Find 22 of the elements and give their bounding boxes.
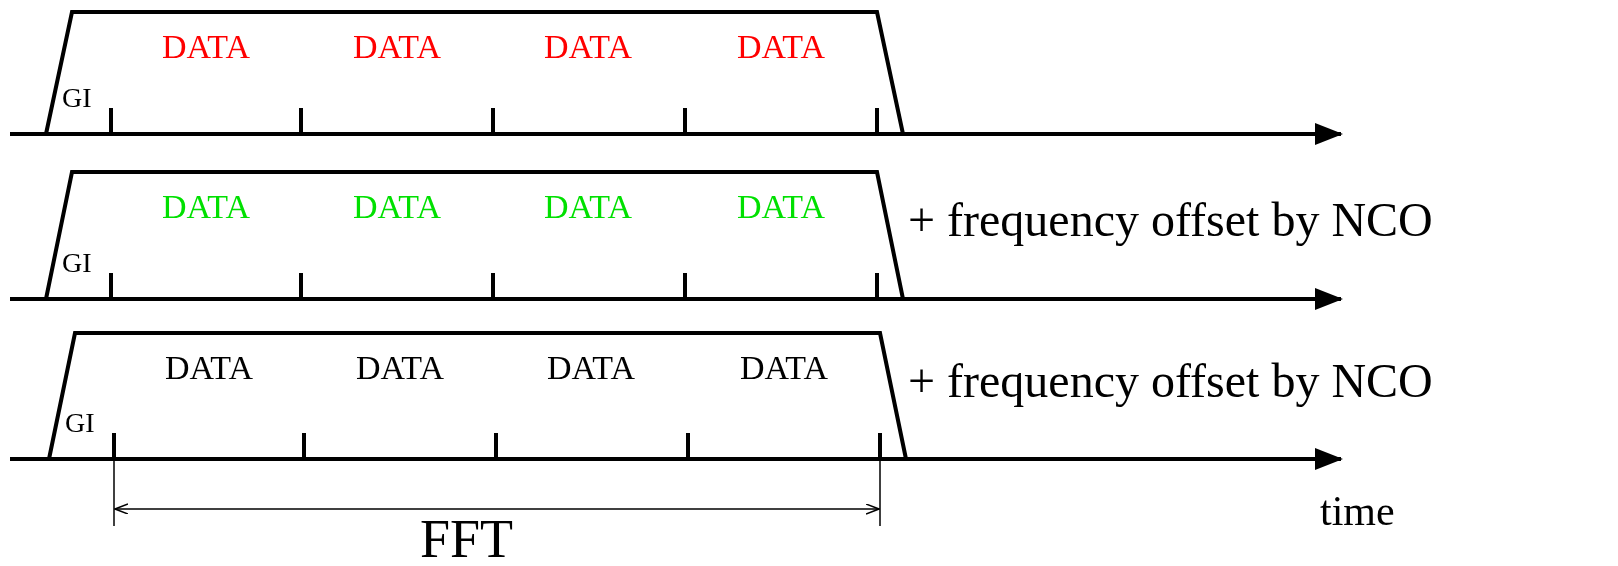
symbol-frame (46, 12, 903, 134)
data-label: DATA (353, 30, 441, 64)
guard-interval-label: GI (62, 249, 92, 277)
data-label: DATA (353, 190, 441, 224)
data-label: DATA (740, 351, 828, 385)
symbol-frame (46, 172, 903, 299)
data-label: DATA (544, 30, 632, 64)
symbol-frame (49, 333, 906, 459)
offset-note: + frequency offset by NCO (908, 357, 1433, 405)
dimension-label: FFT (420, 512, 514, 566)
data-label: DATA (544, 190, 632, 224)
data-label: DATA (356, 351, 444, 385)
data-label: DATA (165, 351, 253, 385)
offset-note: + frequency offset by NCO (908, 196, 1433, 244)
guard-interval-label: GI (62, 84, 92, 112)
data-label: DATA (162, 30, 250, 64)
data-label: DATA (737, 190, 825, 224)
axis-label: time (1320, 490, 1395, 532)
data-label: DATA (547, 351, 635, 385)
data-label: DATA (737, 30, 825, 64)
data-label: DATA (162, 190, 250, 224)
guard-interval-label: GI (65, 409, 95, 437)
